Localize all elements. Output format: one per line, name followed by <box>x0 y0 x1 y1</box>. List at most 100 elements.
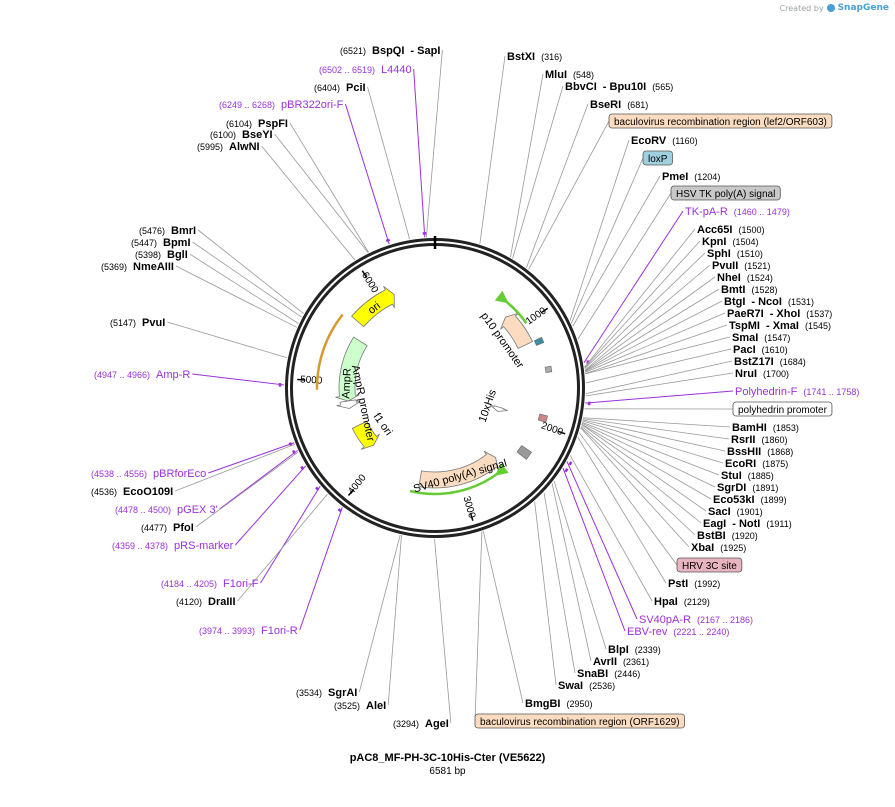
site-label-num: (1510) <box>737 249 763 259</box>
site-sgrai[interactable]: (3534)SgrAI <box>296 687 357 699</box>
site-label-num: (6100) <box>210 130 236 140</box>
site-label-num: (5447) <box>131 238 157 248</box>
site-label-text: loxP <box>648 154 668 165</box>
feature-ampr-promoter <box>336 399 361 409</box>
site-ecorv[interactable]: EcoRV(1160) <box>631 135 698 147</box>
leader-line <box>175 443 296 492</box>
site-bpmi[interactable]: (5447)BpmI <box>131 237 191 249</box>
site-l4440[interactable]: (6502 .. 6519)L4440 <box>319 64 412 76</box>
site-pbr322ori-f[interactable]: (6249 .. 6268)pBR322ori-F <box>219 99 344 111</box>
site-ebv-rev[interactable]: EBV-rev(2221 .. 2240) <box>627 626 729 638</box>
site-label-box <box>642 150 673 166</box>
site-avrii[interactable]: AvrII(2361) <box>593 656 649 668</box>
site-kpni[interactable]: KpnI(1504) <box>702 236 758 248</box>
leader-line <box>175 265 297 328</box>
site-rsrii[interactable]: RsrII(1860) <box>731 434 787 446</box>
site-stui[interactable]: StuI(1885) <box>721 470 774 482</box>
site-label-num: (1610) <box>762 345 788 355</box>
site-bstz17i[interactable]: BstZ17I(1684) <box>734 356 806 368</box>
site-bamhi[interactable]: BamHI(1853) <box>732 422 799 434</box>
snapgene-logo-icon <box>826 4 835 12</box>
site-nmeaiii[interactable]: (5369)NmeAIII <box>101 261 174 273</box>
site-bspqi[interactable]: (6521)BspQI- SapI <box>340 45 440 57</box>
site-bmti[interactable]: BmtI(1528) <box>721 284 777 296</box>
leader-line <box>584 300 723 372</box>
site-hsv-tk-poly-a-signal[interactable]: HSV TK poly(A) signal <box>670 185 781 201</box>
site-pmei[interactable]: PmeI(1204) <box>662 171 720 183</box>
site-bmgbi[interactable]: BmgBI(2950) <box>525 698 592 710</box>
site-bstxi[interactable]: BstXI(316) <box>507 51 562 63</box>
site-paci[interactable]: PacI (1610) <box>733 344 788 356</box>
hsv-block <box>544 365 553 373</box>
site-draiii[interactable]: (4120)DraIII <box>176 596 236 608</box>
site-label-name: NruI <box>735 368 757 380</box>
leader-line <box>553 480 607 650</box>
site-bstbi[interactable]: BstBI(1920) <box>697 530 758 542</box>
site-mlui[interactable]: MluI(548) <box>545 69 594 81</box>
site-eco53ki[interactable]: Eco53kI(1899) <box>713 494 787 506</box>
site-ecoo109i[interactable]: (4536)EcoO109I <box>91 486 173 498</box>
site-pvui[interactable]: (5147)PvuI <box>110 317 165 329</box>
site-tspmi[interactable]: TspMI- XmaI(1545) <box>729 320 831 332</box>
site-label-num: (4120) <box>176 597 202 607</box>
site-baculovirus-recombination-region-orf1629[interactable]: baculovirus recombination region (ORF162… <box>474 713 685 729</box>
site-alwni[interactable]: (5995)AlwNI <box>197 141 260 153</box>
site-bseyi[interactable]: (6100)BseYI <box>210 129 273 141</box>
site-nrui[interactable]: NruI(1700) <box>735 368 789 380</box>
site-label-num: (1684) <box>780 357 806 367</box>
site-label-name: SmaI <box>732 332 758 344</box>
site-pgex-3[interactable]: (4478 .. 4500)pGEX 3' <box>115 504 218 516</box>
site-blpi[interactable]: BlpI(2339) <box>608 644 661 656</box>
leader-line <box>581 423 712 500</box>
site-label-name: EcoO109I <box>123 486 173 498</box>
site-smai[interactable]: SmaI(1547) <box>732 332 790 344</box>
site-ecori[interactable]: EcoRI(1875) <box>725 458 788 470</box>
site-bgli[interactable]: (5398)BglI <box>135 249 188 261</box>
site-psti[interactable]: PstI(1992) <box>668 578 720 590</box>
site-swai[interactable]: SwaI(2536) <box>558 680 615 692</box>
site-pfoi[interactable]: (4477)PfoI <box>141 522 194 534</box>
site-paer7i[interactable]: PaeR7I- XhoI(1537) <box>727 308 832 320</box>
site-label-num: (2129) <box>684 597 710 607</box>
site-saci[interactable]: SacI(1901) <box>708 506 763 518</box>
site-alei[interactable]: (3525)AleI <box>334 700 386 712</box>
site-xbai[interactable]: XbaI(1925) <box>691 542 746 554</box>
site-label-name: PacI <box>733 344 756 356</box>
site-bsshii[interactable]: BssHII(1868) <box>727 446 793 458</box>
site-tk-pa-r[interactable]: TK-pA-R(1460 .. 1479) <box>685 206 790 218</box>
site-loxp[interactable]: loxP <box>642 150 673 166</box>
site-hpai[interactable]: HpaI(2129) <box>654 596 710 608</box>
site-label-name: PvuI <box>142 317 165 329</box>
site-amp-r[interactable]: (4947 .. 4966)Amp-R <box>94 369 190 381</box>
site-baculovirus-recombination-region-lef2-orf603[interactable]: baculovirus recombination region (lef2/O… <box>608 113 833 129</box>
site-prs-marker[interactable]: (4359 .. 4378)pRS-marker <box>112 540 234 552</box>
site-snabi[interactable]: SnaBI(2446) <box>577 668 640 680</box>
site-hrv-3c-site[interactable]: HRV 3C site <box>676 557 743 573</box>
site-polyhedrin-promoter[interactable]: polyhedrin promoter <box>732 401 833 417</box>
site-pcii[interactable]: (6404)PciI <box>314 82 366 94</box>
leader-line <box>474 531 483 722</box>
site-sphi[interactable]: SphI(1510) <box>707 248 763 260</box>
leader-line <box>344 103 390 245</box>
leader-line <box>584 252 706 369</box>
site-label-name: EcoRI <box>725 458 756 470</box>
site-acc65i[interactable]: Acc65I(1500) <box>697 224 765 236</box>
primer-mark <box>564 468 569 473</box>
site-btgi[interactable]: BtgI- NcoI(1531) <box>724 296 814 308</box>
site-bseri[interactable]: BseRI(681) <box>590 99 648 111</box>
site-f1ori-r[interactable]: (3974 .. 3993)F1ori-R <box>199 625 298 637</box>
site-nhei[interactable]: NheI(1524) <box>717 272 773 284</box>
site-sgrdi[interactable]: SgrDI(1891) <box>717 482 778 494</box>
site-label-name: BstXI <box>507 51 535 63</box>
site-polyhedrin-f[interactable]: Polyhedrin-F(1741 .. 1758) <box>735 386 859 398</box>
site-agei[interactable]: (3294)AgeI <box>393 718 449 730</box>
site-pspfi[interactable]: (6104)PspFI <box>226 118 288 130</box>
site-sv40pa-r[interactable]: SV40pA-R(2167 .. 2186) <box>639 614 753 626</box>
site-bmri[interactable]: (5476)BmrI <box>139 225 196 237</box>
site-pbrforeco[interactable]: (4538 .. 4556)pBRforEco <box>91 468 206 480</box>
site-label-name: SacI <box>708 506 731 518</box>
site-eagi[interactable]: EagI- NotI(1911) <box>703 518 792 530</box>
site-pvuii[interactable]: PvuII(1521) <box>712 260 770 272</box>
site-bbvci[interactable]: BbvCI- Bpu10I(565) <box>565 81 673 93</box>
site-f1ori-f[interactable]: (4184 .. 4205)F1ori-F <box>161 578 259 590</box>
